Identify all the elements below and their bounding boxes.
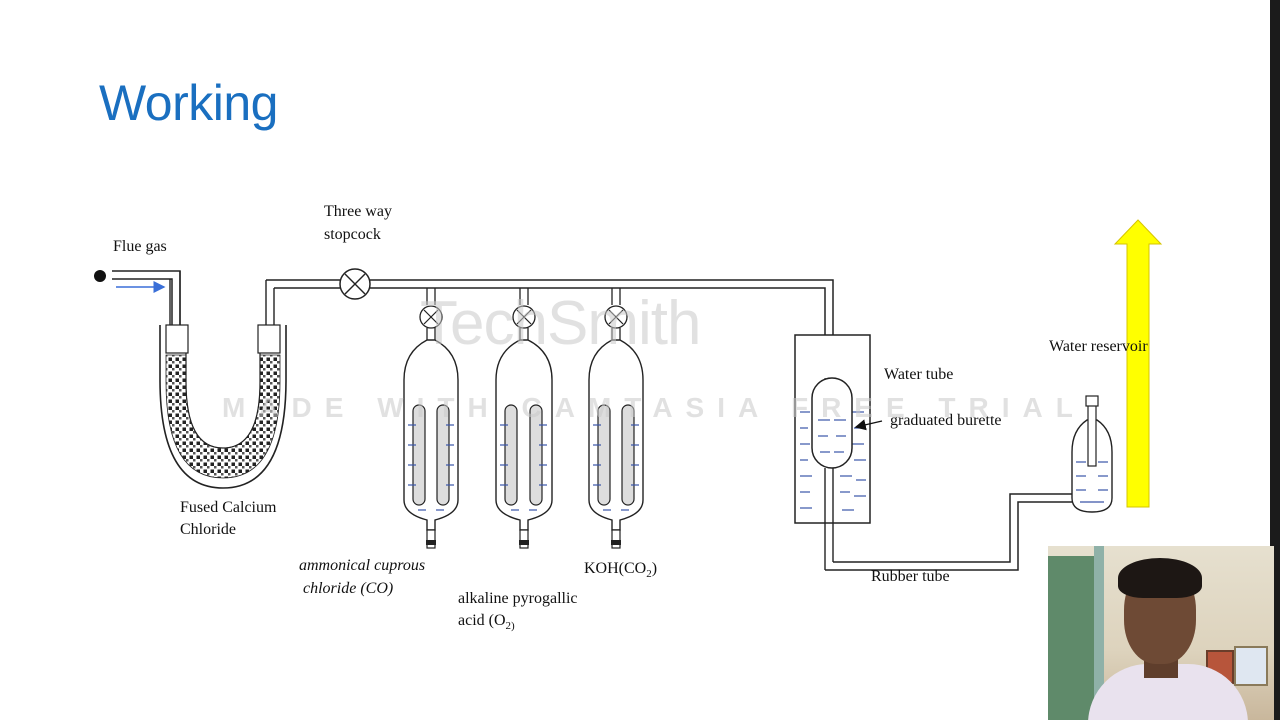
webcam-window-background [1048,556,1094,720]
three-way-stopcock [339,268,371,300]
slide-title: Working [99,75,278,131]
water-reservoir [1071,395,1113,513]
presenter-hair [1118,558,1202,598]
calcium-chloride-label-line1: Fused Calcium [180,499,277,516]
koh-label: KOH(CO2) [584,560,658,580]
rubber-tube-label: Rubber tube [871,568,950,585]
burette-pointer-arrow [854,419,883,431]
stopcock-label-line1: Three way [324,203,392,220]
absorption-pipette-co2 [588,288,644,549]
cuprous-chloride-label-line2: chloride (CO) [303,580,394,597]
rubber-tube [825,493,1078,571]
yellow-highlight-arrow [1113,219,1163,508]
window-edge [1270,0,1280,720]
graduated-burette-label: graduated burette [890,412,1002,429]
water-reservoir-label: Water reservoir [1049,338,1148,355]
absorption-pipette-o2 [495,288,553,549]
presenter-webcam [1048,546,1274,720]
pyrogallic-acid-label-line1: alkaline pyrogallic [458,590,578,607]
pyrogallic-acid-label-line2: acid (O2) [458,612,515,632]
calcium-chloride-u-tube [159,271,287,489]
water-tube-label: Water tube [884,366,954,383]
absorption-pipette-co [403,288,459,549]
wall-picture [1234,646,1268,686]
cuprous-chloride-label-line1: ammonical cuprous [299,557,426,574]
graduated-burette [811,377,853,570]
stopcock-label-line2: stopcock [324,226,381,243]
calcium-chloride-label-line2: Chloride [180,521,236,538]
flue-gas-inlet [94,270,181,325]
flue-gas-label: Flue gas [113,238,167,255]
